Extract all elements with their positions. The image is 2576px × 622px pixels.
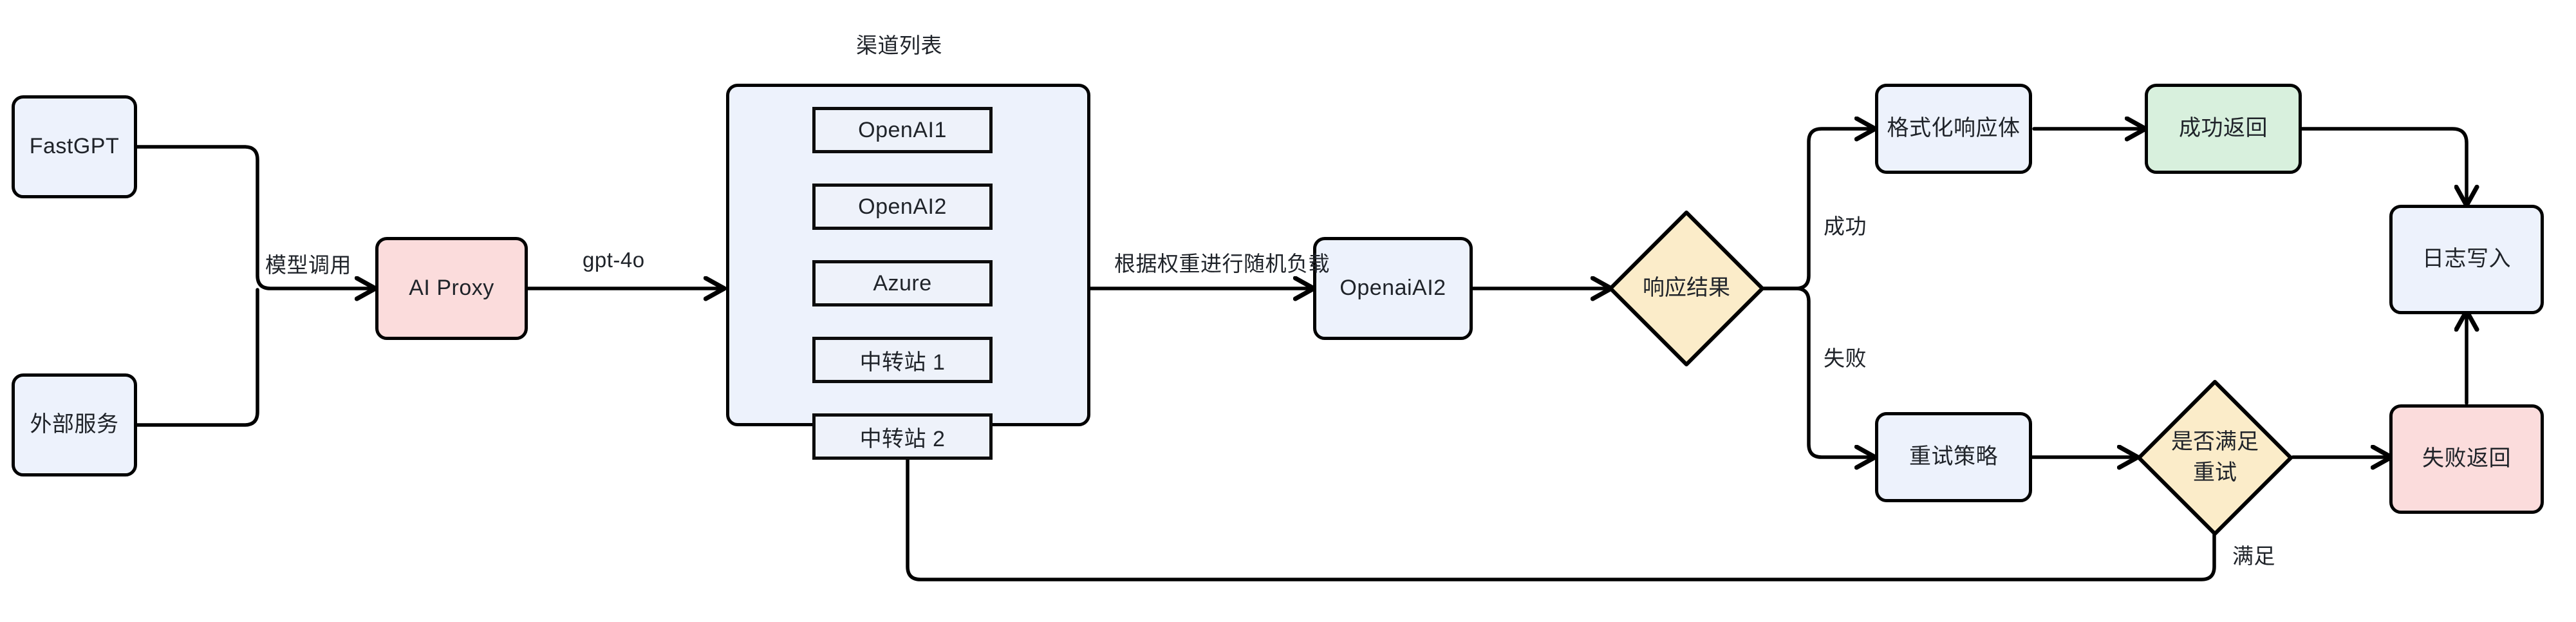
- node-log-write[interactable]: 日志写入: [2389, 205, 2544, 314]
- channel-item-0-label: OpenAI1: [858, 117, 947, 142]
- channel-group-title: 渠道列表: [856, 33, 942, 57]
- node-log-write-label: 日志写入: [2422, 247, 2511, 272]
- edge-label-model-call: 模型调用: [265, 253, 351, 277]
- response-result-shape: [1609, 211, 1764, 366]
- channel-item-1-label: OpenAI2: [858, 194, 947, 219]
- node-success-return[interactable]: 成功返回: [2145, 84, 2302, 174]
- node-fastgpt-label: FastGPT: [29, 134, 120, 159]
- channel-item-3-label: 中转站 1: [859, 350, 946, 375]
- node-retry-condition[interactable]: 是否满足 重试: [2136, 379, 2294, 537]
- node-success-return-label: 成功返回: [2179, 116, 2268, 141]
- edge-label-success: 成功: [1824, 214, 1867, 238]
- edge-label-failure: 失败: [1824, 346, 1867, 370]
- node-ai-proxy[interactable]: AI Proxy: [375, 237, 528, 340]
- node-failure-return[interactable]: 失败返回: [2389, 404, 2544, 514]
- node-openai-ai2[interactable]: OpenaiAI2: [1313, 237, 1473, 340]
- node-failure-return-label: 失败返回: [2422, 446, 2511, 471]
- node-openai-ai2-label: OpenaiAI2: [1339, 276, 1446, 301]
- retry-condition-shape: [2137, 380, 2293, 536]
- node-retry-policy-label: 重试策略: [1909, 444, 1998, 469]
- channel-item-4[interactable]: 中转站 2: [812, 413, 993, 460]
- node-retry-policy[interactable]: 重试策略: [1875, 412, 2032, 502]
- node-response-result[interactable]: 响应结果: [1607, 209, 1766, 368]
- edge-response-success: [1762, 129, 1873, 290]
- edge-label-model-name: gpt-4o: [583, 248, 645, 272]
- edge-label-weighted-random-load: 根据权重进行随机负载: [1114, 252, 1330, 276]
- channel-item-3[interactable]: 中转站 1: [812, 337, 993, 383]
- edge-success-to-log: [2299, 127, 2467, 203]
- node-format-response-body[interactable]: 格式化响应体: [1875, 84, 2032, 174]
- channel-item-0[interactable]: OpenAI1: [812, 107, 993, 153]
- node-external-service[interactable]: 外部服务: [12, 373, 137, 476]
- channel-item-2-label: Azure: [873, 270, 932, 296]
- node-fastgpt[interactable]: FastGPT: [12, 95, 137, 198]
- edge-label-satisfied: 满足: [2232, 544, 2275, 568]
- channel-item-1[interactable]: OpenAI2: [812, 184, 993, 230]
- node-format-response-body-label: 格式化响应体: [1887, 116, 2021, 141]
- node-ai-proxy-label: AI Proxy: [409, 276, 494, 301]
- node-external-service-label: 外部服务: [30, 412, 119, 437]
- channel-item-4-label: 中转站 2: [859, 426, 946, 451]
- edge-response-failure: [1762, 287, 1873, 457]
- channel-item-2[interactable]: Azure: [812, 260, 993, 306]
